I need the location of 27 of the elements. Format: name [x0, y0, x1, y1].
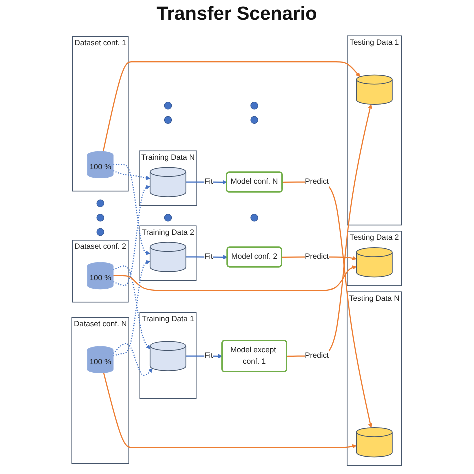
node-circle	[164, 116, 172, 124]
node-circle	[96, 228, 104, 236]
node-cylinder	[150, 242, 187, 272]
arrow	[186, 255, 228, 260]
node-cylinder	[356, 427, 393, 458]
node-cylinder	[356, 247, 393, 278]
node-circle	[96, 214, 104, 222]
node-circle	[164, 214, 172, 222]
node-circle	[96, 200, 104, 208]
node-circle	[250, 116, 258, 124]
arrow	[287, 104, 373, 358]
arrow	[186, 180, 228, 185]
arrow	[102, 62, 360, 152]
arrow	[113, 185, 151, 286]
node-cylinder	[356, 74, 393, 105]
arrow	[186, 354, 223, 359]
arrow	[103, 373, 357, 449]
node-circle	[250, 214, 258, 222]
node-cylinder	[150, 167, 187, 198]
arrow	[114, 266, 357, 292]
node-cylinder	[150, 341, 187, 372]
node-circle	[164, 102, 172, 110]
arrow	[114, 164, 151, 256]
node-circle	[250, 102, 258, 110]
arrow	[113, 343, 153, 376]
diagram-title: Transfer Scenario	[156, 4, 318, 26]
arrow	[113, 170, 151, 180]
